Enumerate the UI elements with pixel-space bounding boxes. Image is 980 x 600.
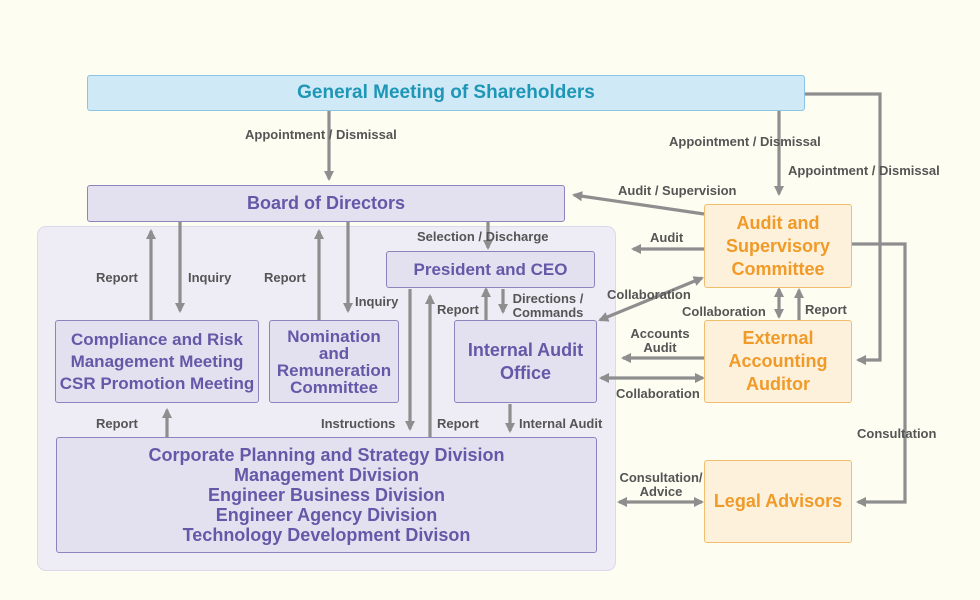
board-label: Board of Directors (246, 193, 406, 213)
external-auditor-line-2: Accounting (728, 351, 828, 371)
audit-committee-box: Audit and Supervisory Committee (704, 204, 852, 288)
general-meeting-label: General Meeting of Shareholders (297, 82, 595, 103)
directions-line-1: Directions / (512, 291, 584, 306)
external-auditor-box: External Accounting Auditor (704, 320, 852, 403)
legal-advisors-label: Legal Advisors (713, 491, 843, 511)
board-of-directors-box: Board of Directors (87, 185, 565, 222)
label-inquiry-nomination: Inquiry (355, 294, 399, 309)
compliance-line-1: Compliance and Risk (71, 329, 243, 349)
label-report-divisions: Report (96, 416, 138, 431)
label-appointment-audit-committee: Appointment / Dismissal (669, 134, 821, 149)
label-report-divisions-president: Report (437, 416, 479, 431)
label-consultation: Consultation (857, 426, 937, 441)
consultation-advice-line-2: Advice (639, 484, 683, 499)
internal-audit-office-box: Internal Audit Office (454, 320, 597, 403)
division-line-4: Engineer Agency Division (215, 505, 438, 525)
compliance-meeting-box: Compliance and Risk Management Meeting C… (55, 320, 259, 403)
accounts-audit-line-2: Audit (643, 340, 677, 355)
label-appointment-auditor: Appointment / Dismissal (788, 163, 940, 178)
nomination-line-3: Remuneration (276, 360, 392, 380)
nomination-line-2: and (318, 343, 350, 363)
divisions-box: Corporate Planning and Strategy Division… (56, 437, 597, 553)
label-report-auditor: Report (805, 302, 847, 317)
consultation-advice-line-1: Consultation/ (619, 470, 703, 485)
president-ceo-box: President and CEO (386, 251, 595, 288)
division-line-5: Technology Development Divison (182, 525, 471, 545)
label-audit-supervision: Audit / Supervision (618, 183, 737, 198)
directions-line-2: Commands (512, 305, 584, 320)
label-appointment-board: Appointment / Dismissal (245, 127, 397, 142)
nomination-line-1: Nomination (287, 326, 381, 346)
legal-advisors-box: Legal Advisors (704, 460, 852, 543)
general-meeting-box: General Meeting of Shareholders (87, 75, 805, 111)
label-accounts-audit: Accounts Audit (624, 327, 696, 355)
external-auditor-line-1: External (742, 328, 814, 348)
nomination-committee-box: Nomination and Remuneration Committee (269, 320, 399, 403)
label-consultation-advice: Consultation/ Advice (616, 471, 706, 499)
division-line-3: Engineer Business Division (207, 485, 446, 505)
label-collaboration-committee: Collaboration (682, 304, 766, 319)
label-report-nomination: Report (264, 270, 306, 285)
label-report-internal-audit: Report (437, 302, 479, 317)
audit-committee-line-2: Supervisory (725, 235, 831, 256)
nomination-line-4: Committee (290, 377, 378, 397)
division-line-2: Management Division (233, 465, 420, 485)
internal-audit-line-1: Internal Audit (467, 339, 584, 360)
label-inquiry-compliance: Inquiry (188, 270, 232, 285)
accounts-audit-line-1: Accounts (630, 326, 690, 341)
compliance-line-2: Management Meeting (70, 351, 244, 371)
external-auditor-line-3: Auditor (746, 374, 810, 394)
label-audit: Audit (650, 230, 684, 245)
division-line-1: Corporate Planning and Strategy Division (148, 445, 505, 465)
audit-committee-line-3: Committee (731, 258, 825, 279)
label-directions-commands: Directions / Commands (509, 292, 587, 320)
audit-committee-line-1: Audit and (736, 212, 820, 233)
internal-audit-line-2: Office (499, 362, 551, 383)
label-report-compliance: Report (96, 270, 138, 285)
label-collaboration-upper: Collaboration (607, 287, 691, 302)
compliance-line-3: CSR Promotion Meeting (59, 373, 255, 393)
label-selection-discharge: Selection / Discharge (417, 229, 549, 244)
president-label: President and CEO (413, 259, 568, 279)
label-collaboration-lower: Collaboration (616, 386, 700, 401)
label-instructions: Instructions (321, 416, 396, 431)
label-internal-audit: Internal Audit (519, 416, 603, 431)
